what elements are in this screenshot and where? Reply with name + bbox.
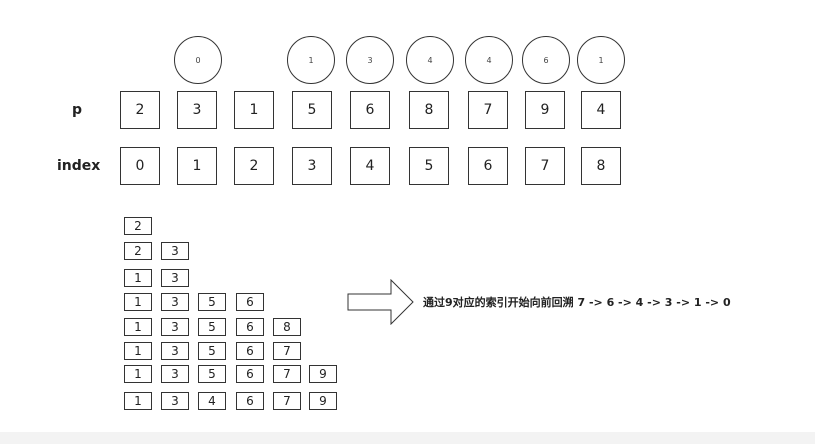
sequence-cell: 3 <box>161 242 189 260</box>
index-cell: 6 <box>468 147 508 185</box>
p-cell: 1 <box>234 91 274 129</box>
sequence-cell: 7 <box>273 342 301 360</box>
index-cell: 1 <box>177 147 217 185</box>
predecessor-circle: 1 <box>287 36 335 84</box>
sequence-cell: 9 <box>309 392 337 410</box>
predecessor-circle: 6 <box>522 36 570 84</box>
sequence-cell: 8 <box>273 318 301 336</box>
sequence-cell: 3 <box>161 269 189 287</box>
sequence-cell: 3 <box>161 365 189 383</box>
p-cell: 8 <box>409 91 449 129</box>
sequence-cell: 5 <box>198 318 226 336</box>
sequence-cell: 5 <box>198 342 226 360</box>
right-arrow-icon <box>347 279 414 325</box>
predecessor-circle: 1 <box>577 36 625 84</box>
p-cell: 7 <box>468 91 508 129</box>
bottom-gray-strip <box>0 432 815 444</box>
sequence-cell: 6 <box>236 342 264 360</box>
predecessor-circle: 4 <box>465 36 513 84</box>
index-cell: 2 <box>234 147 274 185</box>
index-cell: 5 <box>409 147 449 185</box>
sequence-cell: 6 <box>236 365 264 383</box>
backtrack-explanation: 通过9对应的索引开始向前回溯 7 -> 6 -> 4 -> 3 -> 1 -> … <box>423 296 731 309</box>
p-cell: 3 <box>177 91 217 129</box>
sequence-cell: 6 <box>236 392 264 410</box>
sequence-cell: 1 <box>124 269 152 287</box>
p-cell: 4 <box>581 91 621 129</box>
p-cell: 2 <box>120 91 160 129</box>
sequence-cell: 6 <box>236 318 264 336</box>
index-cell: 8 <box>581 147 621 185</box>
sequence-cell: 3 <box>161 318 189 336</box>
p-row-label: p <box>72 102 83 118</box>
p-cell: 5 <box>292 91 332 129</box>
sequence-cell: 4 <box>198 392 226 410</box>
sequence-cell: 1 <box>124 392 152 410</box>
index-cell: 3 <box>292 147 332 185</box>
sequence-cell: 5 <box>198 293 226 311</box>
sequence-cell: 5 <box>198 365 226 383</box>
sequence-cell: 9 <box>309 365 337 383</box>
sequence-cell: 2 <box>124 242 152 260</box>
index-cell: 7 <box>525 147 565 185</box>
sequence-cell: 1 <box>124 318 152 336</box>
index-cell: 0 <box>120 147 160 185</box>
sequence-cell: 6 <box>236 293 264 311</box>
sequence-cell: 3 <box>161 342 189 360</box>
predecessor-circle: 4 <box>406 36 454 84</box>
sequence-cell: 1 <box>124 365 152 383</box>
sequence-cell: 1 <box>124 342 152 360</box>
predecessor-circle: 0 <box>174 36 222 84</box>
sequence-cell: 7 <box>273 392 301 410</box>
index-row-label: index <box>57 158 101 174</box>
sequence-cell: 3 <box>161 392 189 410</box>
sequence-cell: 2 <box>124 217 152 235</box>
p-cell: 6 <box>350 91 390 129</box>
predecessor-circle: 3 <box>346 36 394 84</box>
sequence-cell: 1 <box>124 293 152 311</box>
p-cell: 9 <box>525 91 565 129</box>
index-cell: 4 <box>350 147 390 185</box>
sequence-cell: 3 <box>161 293 189 311</box>
sequence-cell: 7 <box>273 365 301 383</box>
